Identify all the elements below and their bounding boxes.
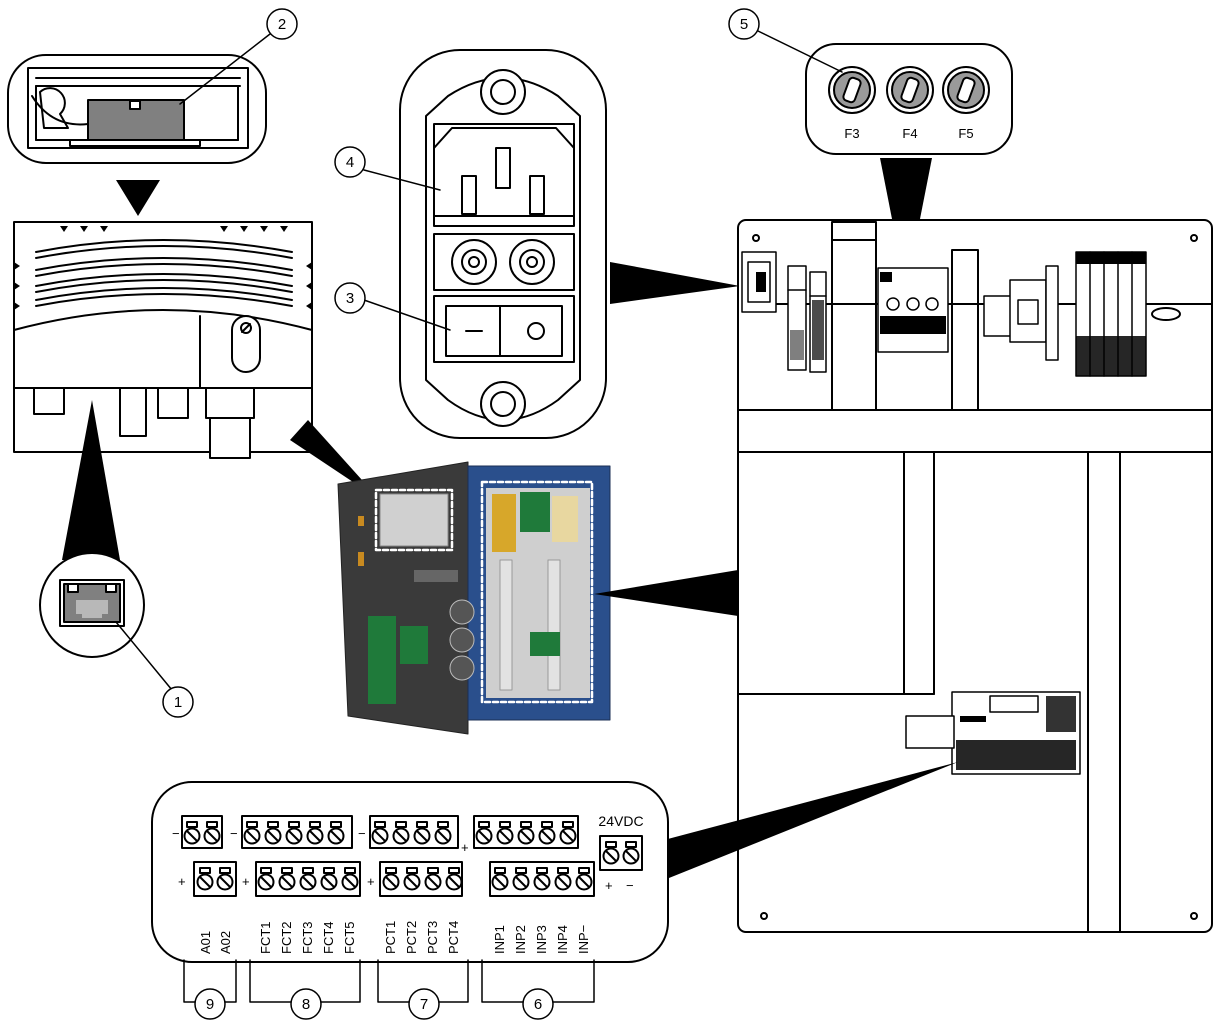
sign-plus-inp: + [461, 840, 469, 855]
terminal-label-pct: PCT1 [383, 921, 398, 954]
callout-7: 7 [420, 996, 428, 1013]
pct-upper-slot [396, 822, 406, 827]
callout-8: 8 [302, 996, 310, 1013]
pointer-to-power-entry [610, 262, 740, 304]
fct-lower-slot [324, 868, 334, 873]
terminal-label-fct: FCT2 [279, 922, 294, 955]
24vdc-slot [606, 842, 616, 847]
fct-upper-slot [331, 822, 341, 827]
terminal-label-fct: FCT4 [321, 922, 336, 955]
terminal-label-fct: FCT5 [342, 922, 357, 955]
24vdc-slot [626, 842, 636, 847]
arrow-down-to-module [116, 180, 160, 216]
fct-upper-slot [268, 822, 278, 827]
terminal-label-inp: INP− [576, 925, 591, 954]
fct-upper-slot [289, 822, 299, 827]
fct-lower-slot [261, 868, 271, 873]
inp-lower-slot [516, 868, 526, 873]
terminal-label-inp: INP4 [555, 925, 570, 954]
callout-6: 6 [534, 996, 542, 1013]
terminal-label-ao: A01 [198, 931, 213, 954]
fuse-holder-f4-icon [887, 67, 933, 113]
inp-lower-slot [537, 868, 547, 873]
callout-1: 1 [174, 694, 182, 711]
fuse-holder-f3-icon [829, 67, 875, 113]
control-module [14, 222, 312, 458]
inp-upper-slot [542, 822, 552, 827]
sign-minus-ao: − [172, 826, 180, 841]
pct-lower-slot [449, 868, 459, 873]
enclosure-photo [338, 462, 610, 734]
terminal-label-inp: INP2 [513, 925, 528, 954]
fct-lower-slot [282, 868, 292, 873]
fct-upper-slot [310, 822, 320, 827]
slot-detail-view [8, 55, 266, 163]
terminal-label-pct: PCT3 [425, 921, 440, 954]
fuse-label-f4: F4 [902, 126, 917, 141]
fct-lower-slot [303, 868, 313, 873]
sign-plus-fct: + [242, 874, 250, 889]
terminal-label-pct: PCT2 [404, 921, 419, 954]
terminal-label-ao: A02 [218, 931, 233, 954]
pct-lower-slot [386, 868, 396, 873]
terminal-label-inp: INP1 [492, 925, 507, 954]
inp-lower-slot [495, 868, 505, 873]
fuse-label-f3: F3 [844, 126, 859, 141]
ao-upper-slot [207, 822, 217, 827]
inp-lower-slot [579, 868, 589, 873]
sign-minus-24vdc: − [626, 878, 634, 893]
callout-2: 2 [278, 16, 286, 33]
callout-3: 3 [346, 290, 354, 307]
ao-lower-slot [200, 868, 210, 873]
callout-5: 5 [740, 16, 748, 33]
inp-lower-slot [558, 868, 568, 873]
fct-lower-slot [345, 868, 355, 873]
fct-upper-slot [247, 822, 257, 827]
inp-upper-slot [563, 822, 573, 827]
sign-minus-pct: − [358, 826, 366, 841]
ethernet-port-detail [40, 553, 144, 657]
pct-upper-slot [375, 822, 385, 827]
sign-plus-24vdc: + [605, 878, 613, 893]
terminal-label-fct: FCT1 [258, 922, 273, 955]
sign-minus-fct: − [230, 826, 238, 841]
label-24vdc: 24VDC [598, 813, 643, 829]
fuse-label-f5: F5 [958, 126, 973, 141]
pct-lower-slot [407, 868, 417, 873]
ao-lower-slot [220, 868, 230, 873]
inp-upper-slot [500, 822, 510, 827]
pct-upper-slot [438, 822, 448, 827]
terminal-label-pct: PCT4 [446, 921, 461, 954]
sign-plus-pct: + [367, 874, 375, 889]
ao-upper-slot [187, 822, 197, 827]
callout-9: 9 [206, 996, 214, 1013]
callout-4: 4 [346, 154, 354, 171]
fuse-holder-f5-icon [943, 67, 989, 113]
terminal-label-fct: FCT3 [300, 922, 315, 955]
terminal-label-inp: INP3 [534, 925, 549, 954]
inp-upper-slot [521, 822, 531, 827]
pointer-photo-to-panel [594, 570, 738, 616]
power-entry-module [400, 50, 606, 438]
pct-lower-slot [428, 868, 438, 873]
sign-plus-ao: + [178, 874, 186, 889]
pct-upper-slot [417, 822, 427, 827]
leader-1 [116, 622, 172, 690]
inp-upper-slot [479, 822, 489, 827]
